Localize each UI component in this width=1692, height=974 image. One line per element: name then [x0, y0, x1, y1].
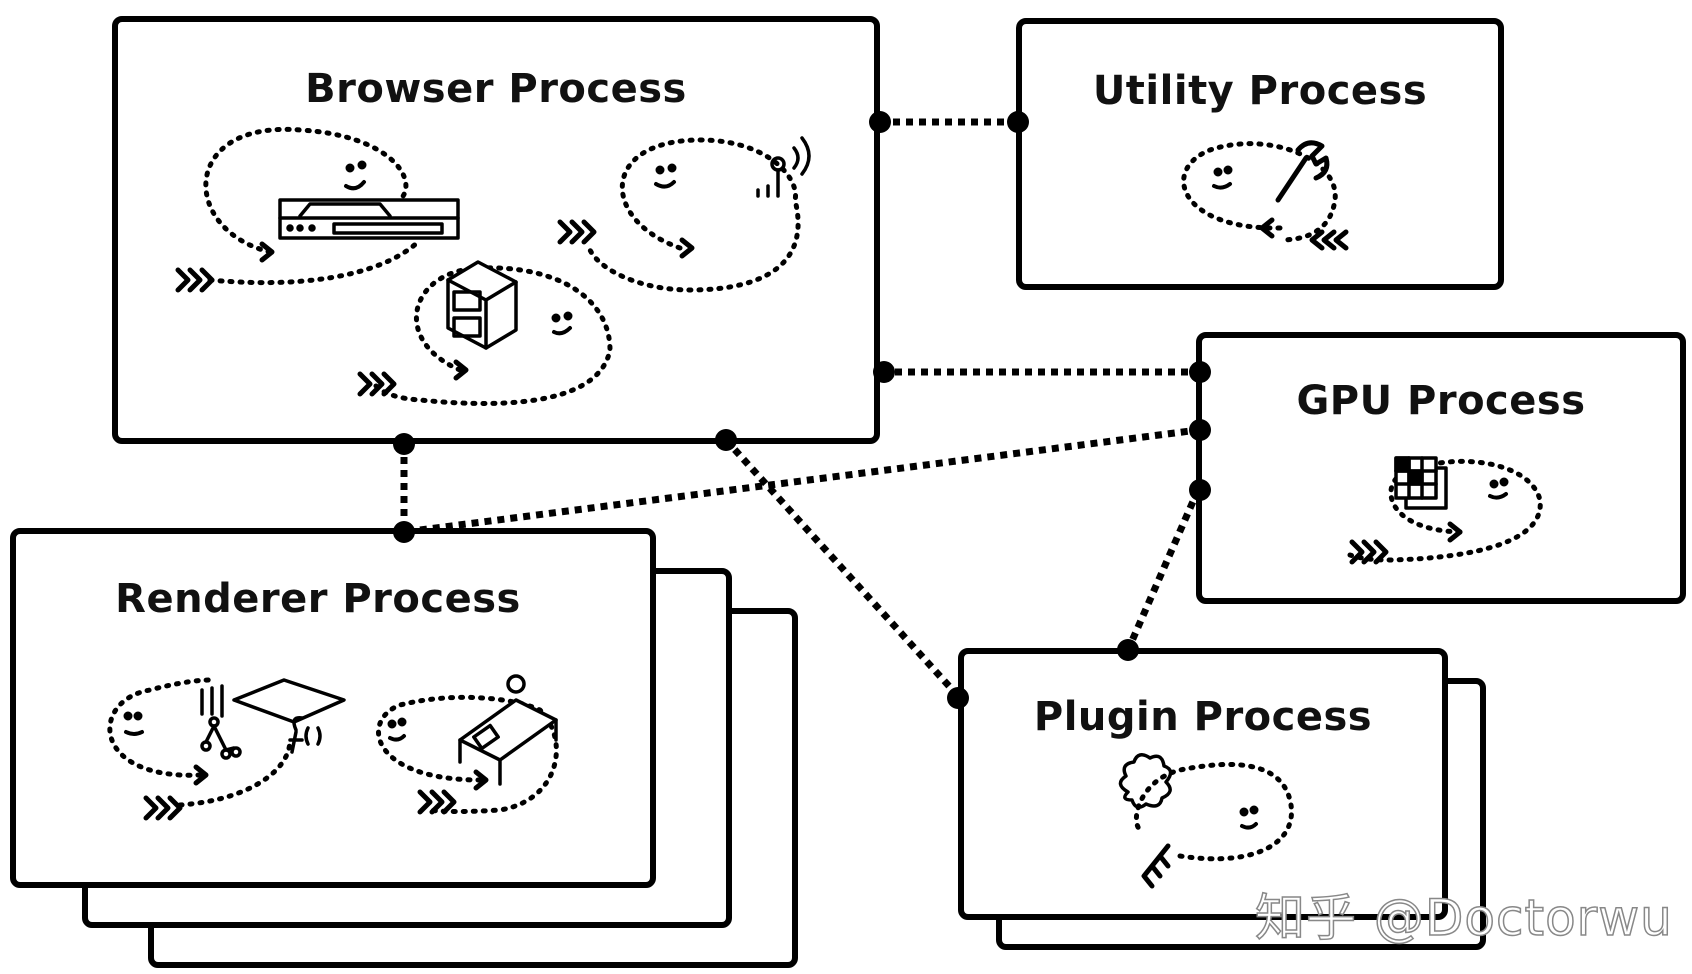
watermark: 知乎 @Doctorwu — [1254, 888, 1673, 948]
utility-process-title: Utility Process — [1092, 68, 1428, 114]
renderer-process-title: Renderer Process — [115, 576, 521, 622]
plugin-process-title: Plugin Process — [1033, 694, 1373, 740]
gpu-process-title: GPU Process — [1296, 378, 1586, 424]
connector-plugin-gpu — [1124, 488, 1202, 652]
browser-process-box: Browser Process — [112, 16, 880, 444]
gpu-process-box: GPU Process — [1196, 332, 1686, 604]
utility-process-box: Utility Process — [1016, 18, 1504, 290]
connector-renderer-gpu — [419, 426, 1199, 534]
browser-process-title: Browser Process — [305, 66, 687, 112]
renderer-process-box: Renderer Process — [10, 528, 656, 888]
